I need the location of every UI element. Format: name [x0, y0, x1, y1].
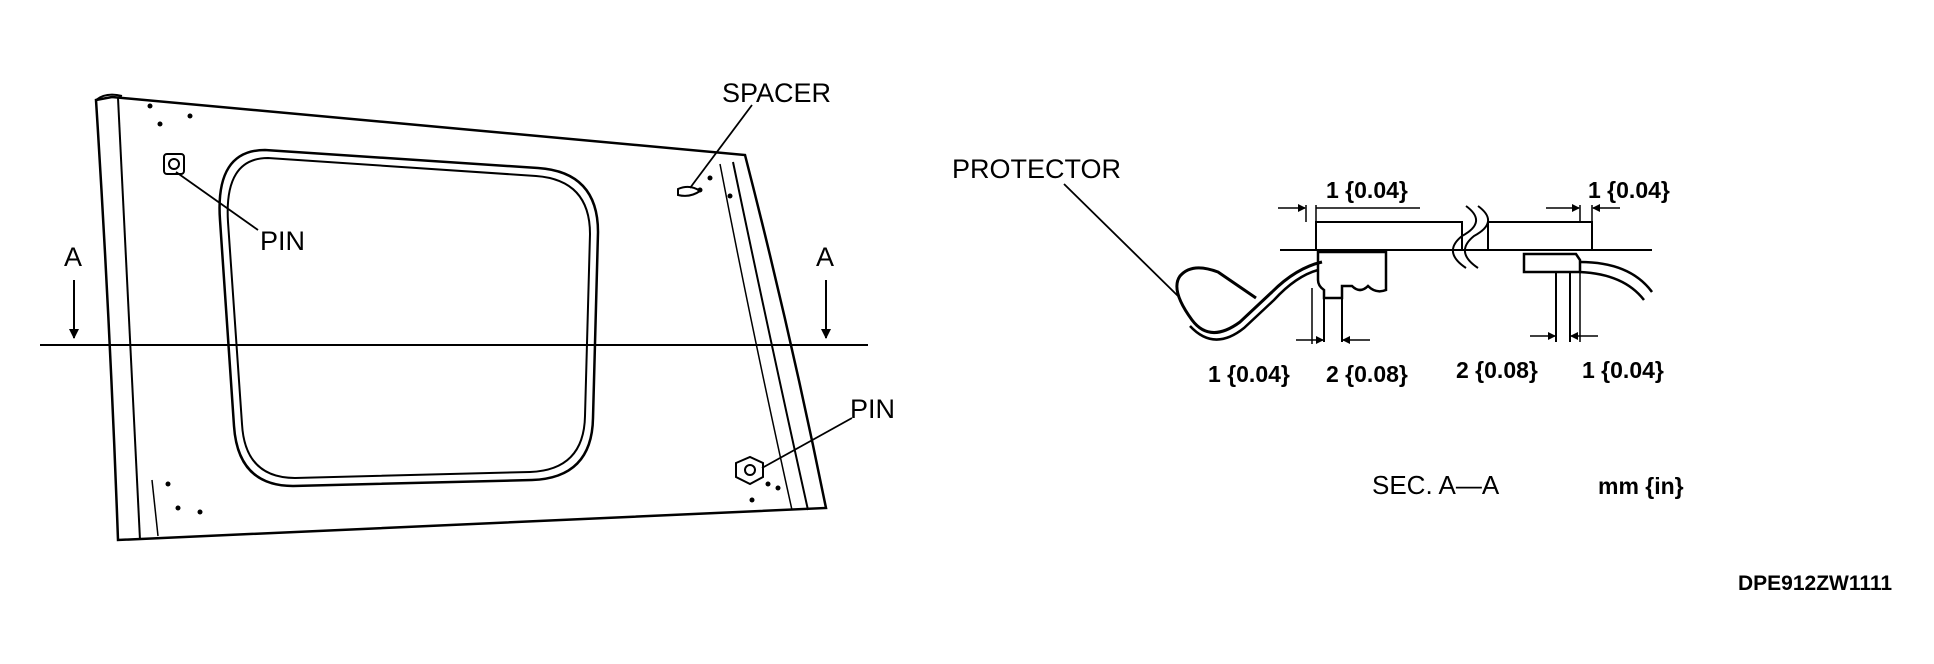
right-seal: [1522, 252, 1582, 274]
section-label-left: A: [64, 242, 82, 272]
dim-top-right-label: 1 {0.04}: [1588, 177, 1670, 203]
section-a-a-view: PROTECTOR 1 {0.04} 1 {0.04}: [952, 154, 1684, 500]
quarter-glass-view: PIN SPACER PIN A A: [40, 78, 895, 542]
protector-leader: [1063, 183, 1179, 297]
dim-top-left: [1278, 204, 1420, 222]
dim-bottom-left-2-label: 2 {0.08}: [1326, 361, 1408, 387]
glass-left-edge: [117, 97, 141, 541]
protector: [1175, 260, 1323, 334]
dim-bottom-right: [1530, 272, 1598, 342]
glass-left-cap: [95, 93, 123, 101]
glass-right-edge: [732, 161, 809, 511]
dim-bottom-left-1-label: 1 {0.04}: [1208, 361, 1290, 387]
glass-section: [1315, 205, 1593, 269]
section-caption: SEC. A—A: [1372, 470, 1500, 500]
section-label-right: A: [816, 242, 834, 272]
right-lip-inner: [1579, 270, 1645, 301]
lower-pin-label: PIN: [850, 394, 895, 424]
glass-right-edge-inner: [719, 163, 793, 511]
glass-left-edge-inner: [151, 479, 159, 537]
window-frame-outer: [218, 148, 600, 488]
figure-code: DPE912ZW1111: [1738, 572, 1892, 595]
dim-top-left-label: 1 {0.04}: [1326, 177, 1408, 203]
upper-pin-label: PIN: [260, 226, 305, 256]
upper-pin: [163, 153, 185, 175]
protector-inner: [1189, 268, 1319, 341]
protector-label: PROTECTOR: [952, 154, 1121, 184]
upper-pin-leader: [175, 171, 259, 231]
spacer: [677, 185, 702, 197]
window-frame-inner: [226, 156, 592, 480]
units-label: mm {in}: [1598, 473, 1684, 499]
dim-bottom-left: [1296, 288, 1370, 344]
dim-bottom-right-1-label: 2 {0.08}: [1456, 357, 1538, 383]
glass-outline: [94, 95, 828, 542]
lower-pin-leader: [761, 417, 853, 469]
left-seal: [1316, 250, 1388, 300]
spacer-leader: [689, 104, 753, 189]
spacer-label: SPACER: [722, 78, 831, 108]
lower-pin: [735, 455, 764, 486]
dim-bottom-right-2-label: 1 {0.04}: [1582, 357, 1664, 383]
dim-top-right: [1546, 204, 1620, 222]
right-lip: [1579, 260, 1654, 293]
